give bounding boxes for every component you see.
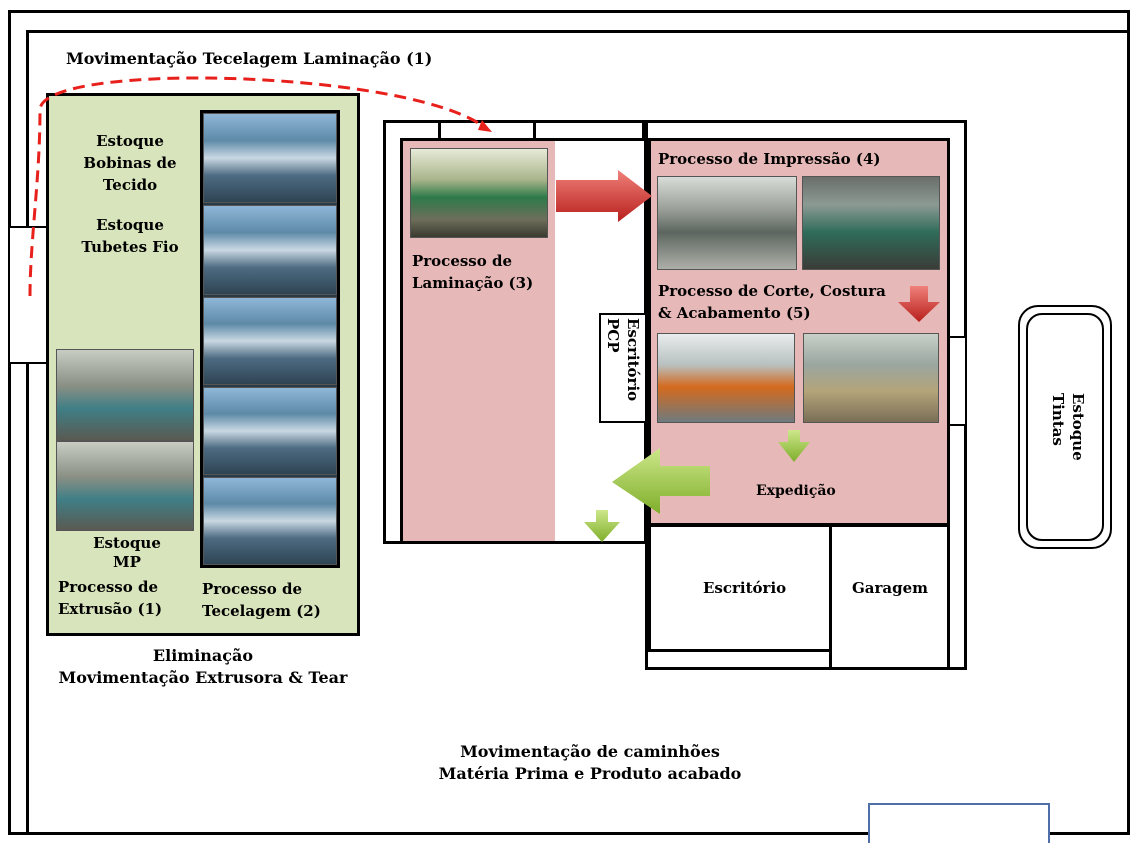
left-gate bbox=[8, 226, 48, 364]
bottom-gate bbox=[868, 803, 1050, 843]
extrusion-photo-2 bbox=[56, 441, 194, 531]
weaving-loom-photo-4 bbox=[203, 387, 337, 475]
weaving-loom-photo-3 bbox=[203, 297, 337, 385]
weaving-loom-photo-2 bbox=[203, 205, 337, 295]
estoque-tintas-inner bbox=[1026, 313, 1104, 541]
escritorio-pcp-label: Escritório PCP bbox=[604, 318, 642, 402]
dashed-flow-path bbox=[28, 76, 489, 297]
printing-photo-2 bbox=[802, 176, 940, 270]
right-side-strip bbox=[948, 336, 967, 426]
escritorio-label: Escritório bbox=[703, 579, 787, 597]
caminhoes-label: Movimentação de caminhões Matéria Prima … bbox=[438, 742, 742, 783]
garagem-room bbox=[829, 524, 950, 670]
cutting-photo-2 bbox=[803, 333, 939, 423]
cutting-photo-1 bbox=[657, 333, 795, 423]
dashed-flow-arrowhead bbox=[478, 120, 492, 132]
extrusao-label: Processo de Extrusão (1) bbox=[58, 578, 163, 618]
garagem-label: Garagem bbox=[852, 579, 929, 597]
tecelagem-label: Processo de Tecelagem (2) bbox=[202, 580, 321, 620]
estoque-tubetes-label: Estoque Tubetes Fio bbox=[81, 216, 179, 256]
printing-photo-1 bbox=[657, 176, 797, 270]
eliminacao-label: Eliminação Movimentação Extrusora & Tear bbox=[58, 646, 348, 687]
extrusion-photo-1 bbox=[56, 349, 194, 441]
expedicao-label: Expedição bbox=[756, 483, 836, 499]
green-arrow-down-expedicao bbox=[778, 430, 810, 462]
green-arrow-down-corridor bbox=[584, 510, 620, 542]
escritorio-room bbox=[648, 524, 832, 652]
laminacao-label: Processo de Laminação (3) bbox=[412, 252, 534, 292]
inner-road-border bbox=[26, 30, 1130, 835]
red-arrow-lamination-to-print bbox=[556, 170, 652, 222]
impressao-label: Processo de Impressão (4) bbox=[658, 150, 881, 168]
top-flow-label: Movimentação Tecelagem Laminação (1) bbox=[66, 49, 433, 68]
corte-label: Processo de Corte, Costura & Acabamento … bbox=[658, 282, 886, 322]
lamination-photo bbox=[410, 148, 548, 238]
estoque-mp-label: Estoque MP bbox=[93, 534, 161, 571]
weaving-loom-photo-1 bbox=[203, 113, 337, 203]
weaving-loom-photo-5 bbox=[203, 477, 337, 565]
green-arrow-left-expedicao bbox=[612, 448, 710, 514]
estoque-bobinas-label: Estoque Bobinas de Tecido bbox=[83, 132, 177, 194]
red-arrow-down-cut bbox=[898, 286, 940, 322]
estoque-tintas-label: Estoque Tintas bbox=[1049, 393, 1087, 461]
